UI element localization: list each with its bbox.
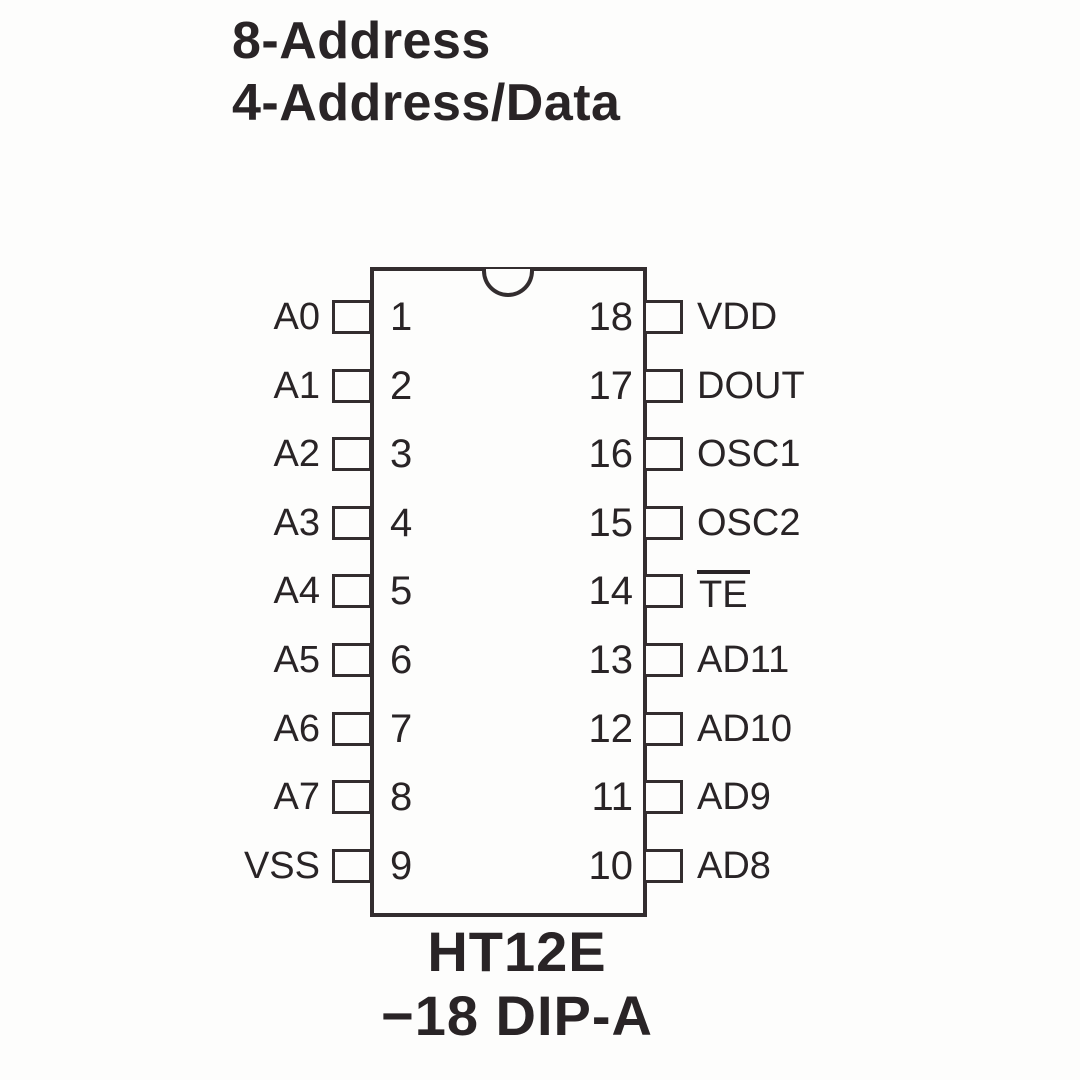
pin-pad-8 xyxy=(332,780,372,814)
pin-label-a4: A4 xyxy=(273,570,320,612)
pin-number-9: 9 xyxy=(390,844,413,888)
pin-row-7-12: A6 7 12 AD10 xyxy=(0,695,1080,763)
chip-body xyxy=(370,267,647,917)
pin-number-10: 10 xyxy=(588,844,634,888)
pin-row-3-16: A2 3 16 OSC1 xyxy=(0,420,1080,488)
pin-number-18: 18 xyxy=(588,295,634,339)
pin-label-te: TE xyxy=(697,570,750,616)
pin-label-vss: VSS xyxy=(243,845,320,887)
pin-label-a3: A3 xyxy=(273,502,320,544)
pin-row-6-13: A5 6 13 AD11 xyxy=(0,626,1080,694)
pin-label-ad9: AD9 xyxy=(697,776,771,818)
pin-number-5: 5 xyxy=(390,569,413,613)
pin-pad-9 xyxy=(332,849,372,883)
pin-label-osc2: OSC2 xyxy=(697,502,801,544)
pin-label-dout: DOUT xyxy=(697,365,805,407)
pin-row-1-18: A0 1 18 VDD xyxy=(0,283,1080,351)
pin-pad-16 xyxy=(643,437,683,471)
pin-label-osc1: OSC1 xyxy=(697,433,801,475)
pin-label-ad8: AD8 xyxy=(697,845,771,887)
pin-number-14: 14 xyxy=(588,569,634,613)
pin-pad-15 xyxy=(643,506,683,540)
pin-number-8: 8 xyxy=(390,775,413,819)
pin-pad-14 xyxy=(643,574,683,608)
pin-number-12: 12 xyxy=(588,707,634,751)
pin-number-16: 16 xyxy=(588,432,634,476)
pin-row-4-15: A3 4 15 OSC2 xyxy=(0,489,1080,557)
pin-label-a6: A6 xyxy=(273,708,320,750)
pin-pad-10 xyxy=(643,849,683,883)
pin-number-2: 2 xyxy=(390,364,413,408)
part-label-block: HT12E −18 DIP-A xyxy=(337,920,697,1048)
title-line-1: 8-Address xyxy=(232,12,491,70)
pin-row-5-14: A4 5 14 TE xyxy=(0,557,1080,625)
pin-number-4: 4 xyxy=(390,501,413,545)
pin-label-a0: A0 xyxy=(273,296,320,338)
pin-row-8-11: A7 8 11 AD9 xyxy=(0,763,1080,831)
pin-pad-3 xyxy=(332,437,372,471)
pin-label-a1: A1 xyxy=(273,365,320,407)
te-overline-text: TE xyxy=(697,570,750,614)
pin-label-a7: A7 xyxy=(273,776,320,818)
pin-pad-7 xyxy=(332,712,372,746)
package-name: −18 DIP-A xyxy=(381,984,653,1047)
pin-number-3: 3 xyxy=(390,432,413,476)
pin-pad-17 xyxy=(643,369,683,403)
pin-pad-18 xyxy=(643,300,683,334)
pin-pad-11 xyxy=(643,780,683,814)
pin-number-13: 13 xyxy=(588,638,634,682)
title-line-2: 4-Address/Data xyxy=(232,74,621,132)
pin-number-6: 6 xyxy=(390,638,413,682)
pin-pad-5 xyxy=(332,574,372,608)
pin-label-a5: A5 xyxy=(273,639,320,681)
pin-number-17: 17 xyxy=(588,364,634,408)
pin-label-a2: A2 xyxy=(273,433,320,475)
pin-number-7: 7 xyxy=(390,707,413,751)
pin-pad-2 xyxy=(332,369,372,403)
pin-label-vdd: VDD xyxy=(697,296,778,338)
pin-row-2-17: A1 2 17 DOUT xyxy=(0,352,1080,420)
pin-pad-4 xyxy=(332,506,372,540)
part-number: HT12E xyxy=(427,920,607,983)
pin-row-9-10: VSS 9 10 AD8 xyxy=(0,832,1080,900)
pin-number-15: 15 xyxy=(588,501,634,545)
pin-label-ad10: AD10 xyxy=(697,708,793,750)
diagram-title: 8-Address 4-Address/Data xyxy=(232,10,620,134)
pin-label-ad11: AD11 xyxy=(697,639,790,681)
pin-number-11: 11 xyxy=(591,775,633,819)
pin-pad-12 xyxy=(643,712,683,746)
pin-number-1: 1 xyxy=(390,295,413,339)
pin-pad-1 xyxy=(332,300,372,334)
pin-pad-6 xyxy=(332,643,372,677)
pin-pad-13 xyxy=(643,643,683,677)
